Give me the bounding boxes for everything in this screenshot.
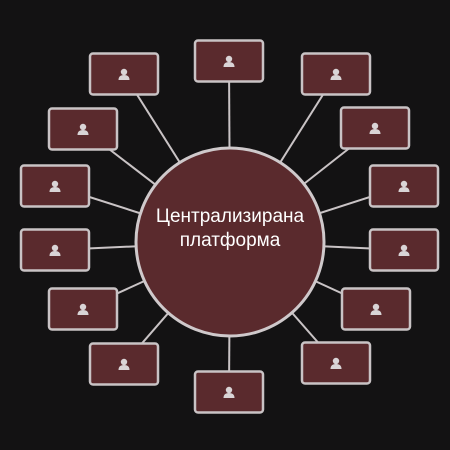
user-icon [330, 68, 342, 80]
user-node [368, 228, 440, 272]
user-icon [118, 358, 130, 370]
user-icon [369, 122, 381, 134]
user-node [340, 287, 412, 331]
user-node [88, 52, 160, 96]
central-platform-circle [134, 146, 326, 338]
user-node [19, 228, 91, 272]
user-icon [223, 386, 235, 398]
user-node [88, 342, 160, 386]
user-icon [398, 244, 410, 256]
user-node [193, 370, 265, 414]
user-node [339, 106, 411, 150]
user-node [47, 107, 119, 151]
user-icon [49, 180, 61, 192]
user-nodes [19, 39, 440, 414]
user-icon [370, 303, 382, 315]
user-icon [223, 55, 235, 67]
user-node [368, 164, 440, 208]
user-node [47, 287, 119, 331]
user-icon [398, 180, 410, 192]
user-node [300, 341, 372, 385]
user-icon [77, 123, 89, 135]
user-icon [118, 68, 130, 80]
user-icon [49, 244, 61, 256]
user-node [300, 52, 372, 96]
user-node [19, 164, 91, 208]
user-icon [77, 303, 89, 315]
user-icon [330, 357, 342, 369]
user-node [193, 39, 265, 83]
